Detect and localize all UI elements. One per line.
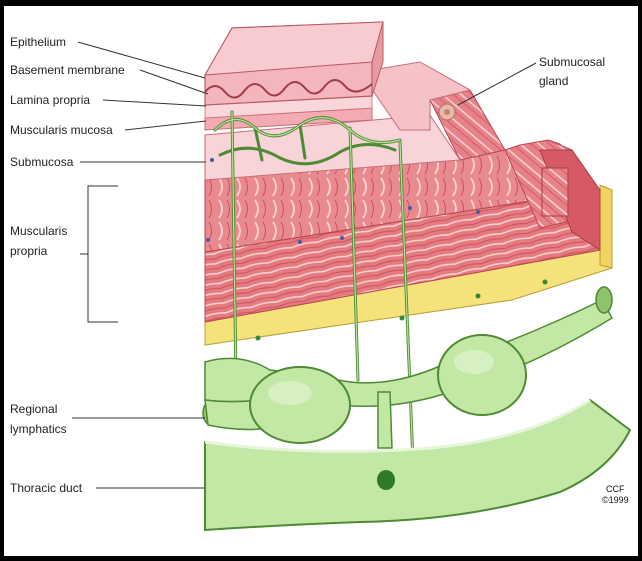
- label-submucosa: Submucosa: [10, 155, 73, 169]
- label-muscularis-propria-2: propria: [10, 244, 47, 258]
- copyright-line-1: CCF: [606, 484, 625, 494]
- label-thoracic-duct: Thoracic duct: [10, 481, 82, 495]
- label-lamina-propria: Lamina propria: [10, 93, 90, 107]
- copyright-line-2: ©1999: [602, 495, 629, 505]
- label-muscularis-propria-1: Muscularis: [10, 224, 67, 238]
- lymph-node-left: [250, 367, 350, 443]
- label-basement-membrane: Basement membrane: [10, 63, 125, 77]
- label-regional-lymphatics-1: Regional: [10, 402, 57, 416]
- label-muscularis-mucosa: Muscularis mucosa: [10, 123, 113, 137]
- lymph-node-right: [438, 335, 526, 415]
- label-submucosal-gland-1: Submucosal: [539, 55, 605, 69]
- label-epithelium: Epithelium: [10, 35, 66, 49]
- label-regional-lymphatics-2: lymphatics: [10, 422, 67, 436]
- label-submucosal-gland-2: gland: [539, 74, 568, 88]
